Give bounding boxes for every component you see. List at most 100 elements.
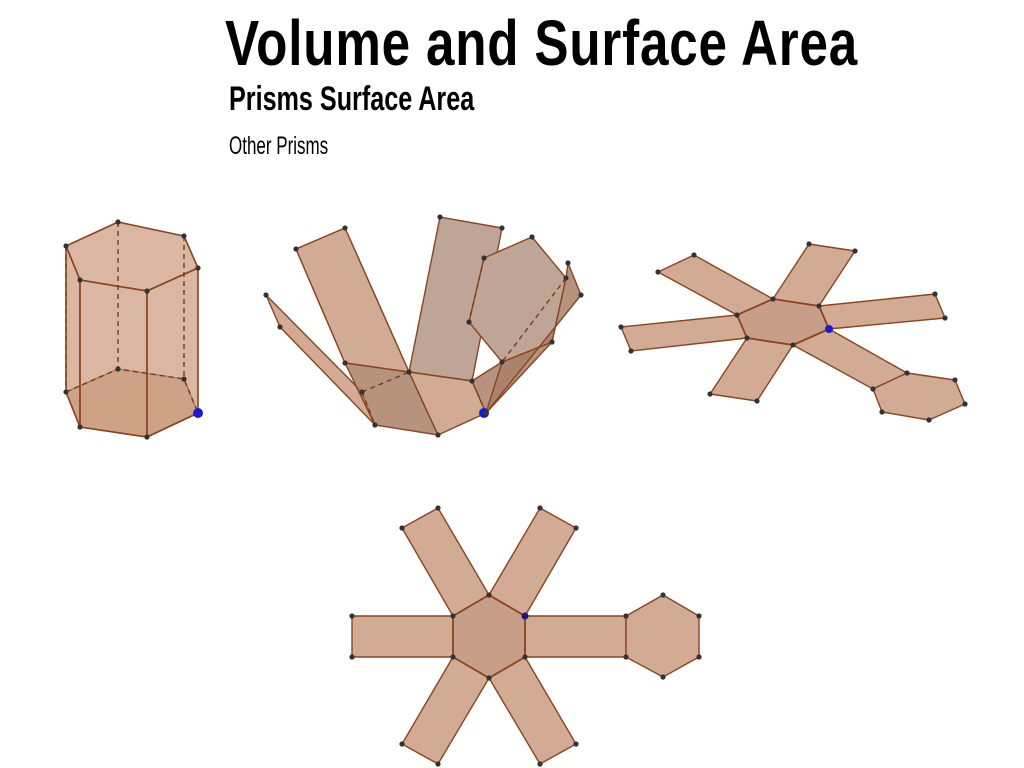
vertex-point [696, 654, 702, 660]
vertex-point [962, 401, 968, 407]
vertex-point [852, 248, 858, 254]
vertex-point [790, 342, 796, 348]
vertex-point [537, 761, 543, 767]
prism-side-face [79, 279, 148, 438]
vertex-point [744, 335, 750, 341]
vertex-point [623, 613, 629, 619]
vertex-point [529, 234, 535, 240]
vertex-point [499, 359, 505, 365]
highlight-vertex [521, 612, 529, 620]
vertex-point [342, 360, 348, 366]
vertex-point [181, 376, 187, 382]
vertex-point [406, 369, 412, 375]
vertex-point [932, 291, 938, 297]
vertex-point [879, 409, 885, 415]
vertex-point [770, 296, 776, 302]
vertex-point [486, 675, 492, 681]
vertex-point [816, 303, 822, 309]
highlight-vertex [825, 325, 833, 333]
vertex-point [263, 292, 269, 298]
vertex-point [623, 654, 629, 660]
vertex-point [359, 389, 365, 395]
hexagonal-prism-net-perspective [620, 243, 966, 421]
vertex-point [707, 391, 713, 397]
vertex-point [144, 434, 150, 440]
hexagonal-prism-net-flat [351, 507, 700, 765]
highlight-vertex [193, 408, 203, 418]
vertex-point [349, 613, 355, 619]
net-rect [772, 243, 856, 307]
vertex-point [870, 386, 876, 392]
vertex-point [655, 269, 661, 275]
vertex-point [481, 255, 487, 261]
vertex-point [435, 432, 441, 438]
vertex-point [77, 424, 83, 430]
vertex-point [573, 525, 579, 531]
net-rect [401, 656, 490, 765]
slide-subtitle: Prisms Surface Area [229, 80, 475, 118]
vertex-point [904, 370, 910, 376]
prism-side-face [65, 245, 81, 428]
hexagonal-prism-net-unfolding [265, 216, 582, 436]
net-rect [524, 615, 627, 658]
vertex-point [660, 674, 666, 680]
slide-title: Volume and Surface Area [225, 7, 858, 79]
vertex-point [399, 525, 405, 531]
vertex-point [450, 613, 456, 619]
vertex-point [578, 292, 584, 298]
net-rect [401, 507, 490, 617]
net-rect [709, 337, 794, 402]
net-rect [488, 656, 577, 765]
vertex-point [277, 324, 283, 330]
vertex-point [77, 277, 83, 283]
vertex-point [563, 275, 569, 281]
vertex-point [63, 243, 69, 249]
vertex-point [342, 225, 348, 231]
vertex-point [437, 214, 443, 220]
vertex-point [293, 246, 299, 252]
vertex-point [734, 312, 740, 318]
vertex-point [181, 233, 187, 239]
vertex-point [115, 219, 121, 225]
net-rect [351, 615, 454, 658]
vertex-point [372, 422, 378, 428]
vertex-point [573, 741, 579, 747]
vertex-point [349, 654, 355, 660]
vertex-point [952, 377, 958, 383]
vertex-point [115, 366, 121, 372]
vertex-point [499, 225, 505, 231]
vertex-point [549, 339, 555, 345]
vertex-point [926, 417, 932, 423]
vertex-point [399, 741, 405, 747]
vertex-point [942, 315, 948, 321]
prism-side-face [146, 267, 199, 438]
vertex-point [144, 288, 150, 294]
vertex-point [754, 398, 760, 404]
vertex-point [696, 613, 702, 619]
net-rect [818, 293, 946, 330]
vertex-point [483, 410, 489, 416]
hexagonal-prism [65, 221, 203, 438]
vertex-point [63, 389, 69, 395]
net-rect [620, 314, 748, 352]
vertex-point [522, 654, 528, 660]
vertex-point [435, 761, 441, 767]
section-heading: Other Prisms [229, 132, 329, 160]
vertex-point [618, 324, 624, 330]
vertex-point [466, 319, 472, 325]
vertex-point [691, 252, 697, 258]
vertex-point [486, 592, 492, 598]
vertex-point [195, 265, 201, 271]
vertex-point [537, 505, 543, 511]
vertex-point [450, 654, 456, 660]
vertex-point [806, 241, 812, 247]
vertex-dots [63, 214, 968, 767]
vertex-point [565, 260, 571, 266]
vertex-point [660, 592, 666, 598]
hidden-edges [65, 222, 199, 414]
net-hex [625, 594, 700, 678]
vertex-point [469, 378, 475, 384]
vertex-point [628, 348, 634, 354]
net-rect [488, 507, 577, 617]
